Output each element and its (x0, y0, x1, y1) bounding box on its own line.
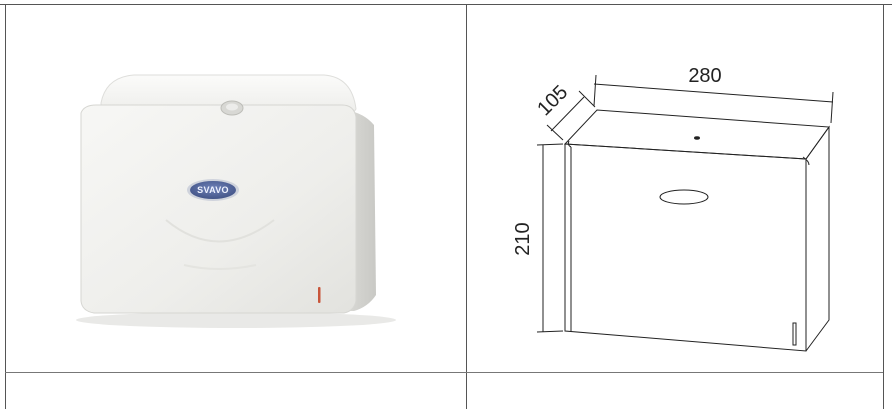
drawing-bevel-right (802, 156, 810, 166)
frame-divider (466, 4, 467, 409)
frame-bottom-rule (5, 372, 883, 373)
frame-left-border (5, 4, 6, 409)
frame-right-border (883, 4, 884, 409)
drawing-indicator-slot (792, 322, 797, 346)
drawing-side-face (805, 125, 830, 352)
brand-logo-badge: SVAVO (187, 179, 239, 201)
dispenser-front-face (80, 104, 357, 314)
level-indicator-strip (318, 287, 321, 303)
dim-210-ext-bottom (536, 330, 564, 333)
dim-280-line (593, 83, 834, 103)
dim-label-height: 210 (512, 222, 534, 255)
frame-top-border (0, 4, 892, 5)
brand-logo-text: SVAVO (197, 185, 229, 195)
product-photo-panel: SVAVO (6, 5, 466, 371)
front-emboss-line (183, 264, 257, 270)
dim-105-ext-back (578, 90, 596, 108)
brand-badge-face (190, 181, 236, 199)
product-photo: SVAVO (76, 74, 396, 328)
drawing-bevel-left (567, 140, 572, 148)
dimension-drawing-panel: 280 105 210 (467, 5, 883, 371)
dim-280-ext-left (593, 74, 597, 107)
dim-label-width: 280 (688, 65, 721, 87)
dimension-drawing: 280 105 210 (512, 65, 834, 352)
drawing-top-hole (694, 136, 700, 140)
dim-105-ext-front (546, 124, 564, 141)
drop-shadow (76, 312, 396, 328)
drawing-front-face (564, 143, 807, 352)
dim-280-ext-right (830, 91, 834, 124)
lock-hole-inner (226, 103, 238, 111)
drawing-window-ellipse (659, 189, 709, 205)
front-emboss-arc (165, 219, 275, 243)
drawing-top-face (563, 109, 830, 160)
dim-210-ext-top (536, 143, 564, 146)
dim-105-line (550, 96, 585, 132)
